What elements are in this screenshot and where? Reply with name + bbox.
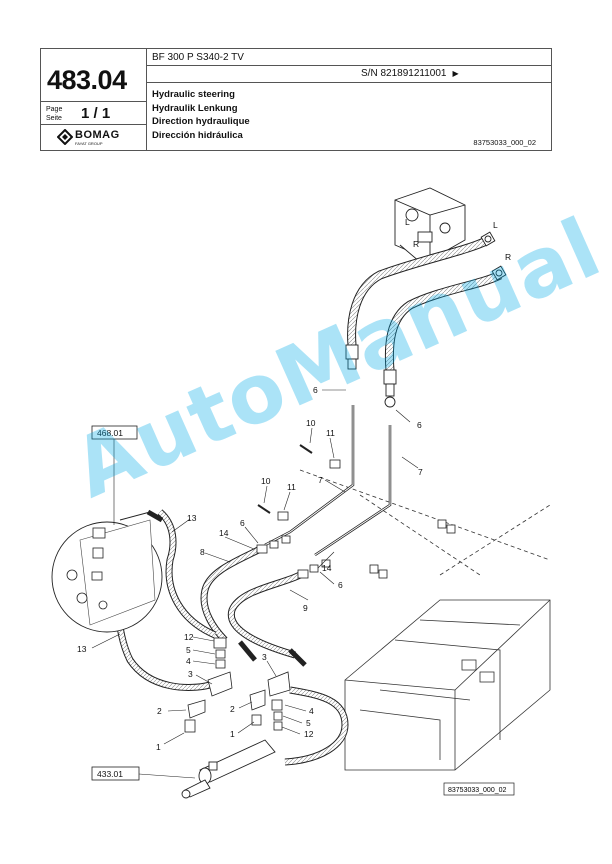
fittings <box>184 535 331 733</box>
play-arrow-icon: ▶ <box>452 69 459 78</box>
detail-magnifier <box>51 509 164 633</box>
hose-end-label-r: R <box>505 252 511 262</box>
page-label-de: Seite <box>46 115 62 122</box>
document-id: 83753033_000_02 <box>473 138 536 147</box>
callout-7: 7 <box>318 475 323 485</box>
machine-frame <box>299 469 551 771</box>
callout-12: 12 <box>304 729 314 739</box>
callout-4: 4 <box>309 706 314 716</box>
callout-9: 9 <box>303 603 308 613</box>
section-titles: Hydraulic steering Hydraulik Lenkung Dir… <box>152 88 250 142</box>
pipe-clamps <box>257 444 456 579</box>
bomag-diamond-icon <box>57 129 73 145</box>
drawing-id-box: 83753033_000_02 <box>443 782 515 796</box>
callout-5: 5 <box>306 718 311 728</box>
callout-14: 14 <box>322 563 332 573</box>
middle-hoses <box>200 544 302 659</box>
page-number: 483.04 <box>47 65 127 95</box>
title-block-divider <box>146 65 552 66</box>
callout-5: 5 <box>186 645 191 655</box>
callout-6: 6 <box>313 385 318 395</box>
brand-subtitle: FAYAT GROUP <box>75 141 103 146</box>
callout-3: 3 <box>262 652 267 662</box>
port-label-r: R <box>413 239 419 249</box>
brand-logo: BOMAG FAYAT GROUP <box>57 129 137 149</box>
callout-11: 11 <box>287 482 296 492</box>
drawing-id: 83753033_000_02 <box>448 787 507 794</box>
callout-3: 3 <box>188 669 193 679</box>
title-en: Hydraulic steering <box>152 89 235 100</box>
exploded-parts-diagram: L R L R <box>51 187 551 799</box>
callout-10: 10 <box>306 418 316 428</box>
title-block-divider <box>41 124 146 125</box>
callout-4: 4 <box>186 656 191 666</box>
reference-box-top: 468.01 <box>91 425 138 525</box>
page-count: 1 / 1 <box>81 105 111 122</box>
steering-cylinder <box>181 739 276 799</box>
reference-433: 433.01 <box>97 769 123 779</box>
serial-number: S/N 821891211001 ▶ <box>361 68 459 79</box>
port-label-l: L <box>405 217 410 227</box>
callout-14: 14 <box>219 528 229 538</box>
title-de: Hydraulik Lenkung <box>152 102 238 114</box>
cylinder-hoses <box>113 509 349 766</box>
reference-box-bottom: 433.01 <box>91 766 196 781</box>
callout-2: 2 <box>230 704 235 714</box>
steering-hoses <box>347 235 503 371</box>
callout-1: 1 <box>156 742 161 752</box>
title-es: Dirección hidráulica <box>152 129 243 141</box>
callout-11: 11 <box>326 428 335 438</box>
callout-13: 13 <box>77 644 87 654</box>
brand-name: BOMAG <box>75 129 120 141</box>
title-block-divider <box>146 49 147 150</box>
leader-lines <box>91 389 419 745</box>
title-block: BF 300 P S340-2 TV S/N 821891211001 ▶ 483… <box>40 48 552 151</box>
page-label: Page Seite <box>46 105 62 123</box>
hose-end-label-l: L <box>493 220 498 230</box>
page-label-en: Page <box>46 106 63 113</box>
callout-8: 8 <box>200 547 205 557</box>
callout-12: 12 <box>184 632 194 642</box>
callout-6: 6 <box>338 580 343 590</box>
machine-model: BF 300 P S340-2 TV <box>152 52 244 63</box>
title-block-divider <box>146 82 552 83</box>
callout-7: 7 <box>418 467 423 477</box>
callout-10: 10 <box>261 476 271 486</box>
callout-13: 13 <box>187 513 197 523</box>
title-fr: Direction hydraulique <box>152 116 250 127</box>
title-block-divider <box>41 101 146 102</box>
serial-number-text: S/N 821891211001 <box>361 68 447 79</box>
callout-labels: 6 6 7 10 11 7 10 11 6 14 13 8 9 6 14 13 … <box>77 385 423 752</box>
reference-468: 468.01 <box>97 428 123 438</box>
callout-6: 6 <box>240 518 245 528</box>
hose-fittings <box>345 231 507 408</box>
callout-6: 6 <box>417 420 422 430</box>
callout-1: 1 <box>230 729 235 739</box>
callout-2: 2 <box>157 706 162 716</box>
